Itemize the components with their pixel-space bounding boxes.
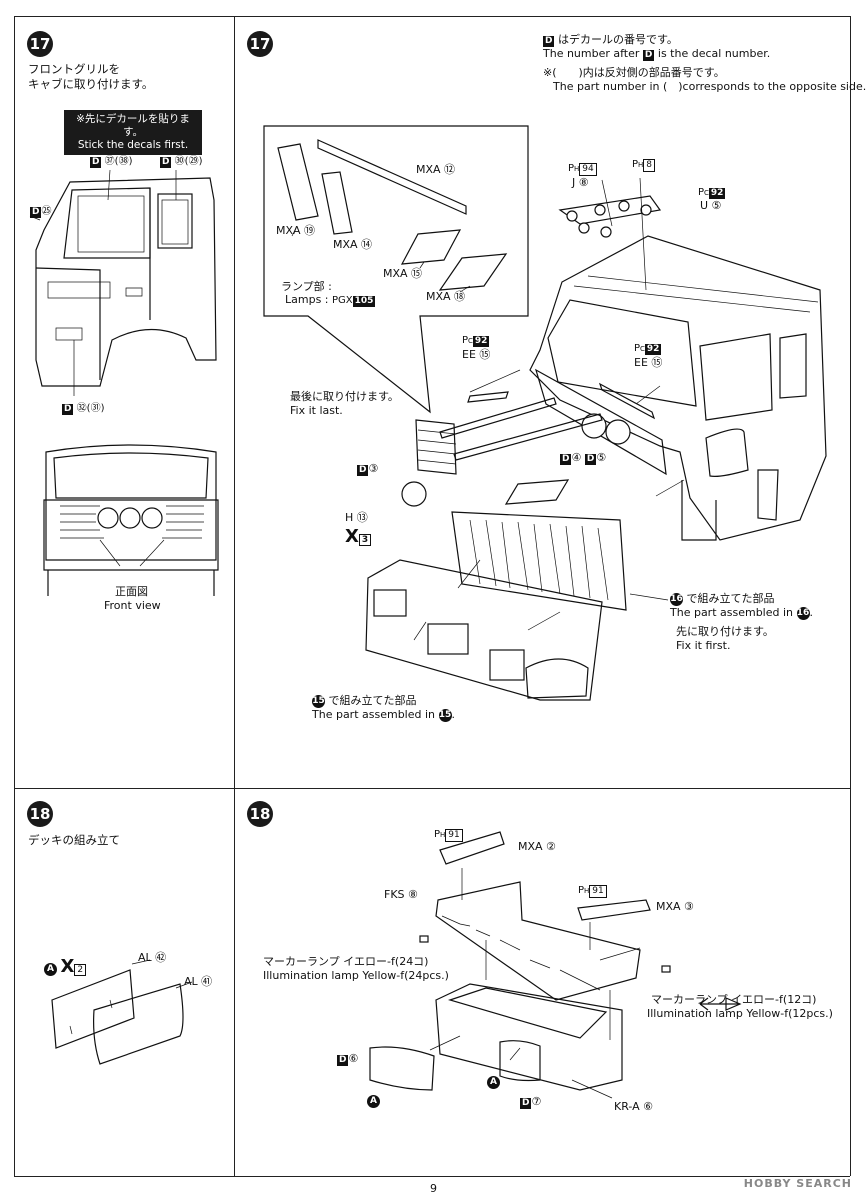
label-fks8: FKS ⑧ [384, 888, 418, 901]
label-ee15-left: EE ⑮ [462, 348, 491, 361]
label-lamp24-en: Illumination lamp Yellow-f(24pcs.) [263, 969, 449, 982]
grille-inset-box [263, 125, 529, 414]
frame-bottom-rule [14, 1176, 850, 1177]
bumper [365, 559, 603, 701]
deck-stickers [51, 959, 193, 1065]
cab-body [529, 235, 827, 541]
label-mxa2: MXA ② [518, 840, 556, 853]
label-mxa14: MXA ⑭ [333, 238, 373, 251]
frame-left-edge [14, 16, 15, 1176]
assembly-arrows-17 [413, 369, 685, 641]
label-mxa18: MXA ⑱ [426, 290, 466, 303]
front-view-label-jp: 正面図 [115, 585, 148, 598]
label-kra6: KR-A ⑥ [614, 1100, 654, 1113]
frame-divider [234, 16, 235, 1176]
page-number: 9 [430, 1182, 437, 1195]
step-17-badge-left: 17 [27, 31, 53, 57]
step-17-title-line1: フロントグリルを [28, 62, 120, 76]
step-18-badge-left: 18 [27, 801, 53, 827]
label-fix-last-en: Fix it last. [290, 404, 343, 417]
label-lamps-jp: ランプ部 : [281, 280, 332, 293]
label-d37: D ㊲(㊳) [90, 156, 133, 168]
label-u5: U ⑤ [700, 199, 722, 212]
legend-paren-jp: ※( )内は反対側の部品番号です。 [543, 66, 725, 79]
decal-notice-jp: ※先にデカールを貼ります。 [76, 113, 190, 138]
label-mxa3: MXA ③ [656, 900, 694, 913]
label-lamp12-en: Illumination lamp Yellow-f(12pcs.) [647, 1007, 833, 1020]
frame-top-rule [14, 16, 850, 17]
label-asm15-en: The part assembled in 15. [312, 708, 456, 722]
label-d32: D ㉜(㉛) [62, 403, 105, 415]
label-al51: AL ㊶ [184, 975, 213, 988]
marker-a-left: A [367, 1094, 380, 1108]
watermark-logo: HOBBY SEARCH [743, 1177, 852, 1190]
label-j8: J ⑧ [572, 176, 589, 189]
marker-a-right: A [487, 1075, 500, 1089]
label-mxa12: MXA ⑫ [416, 163, 456, 176]
label-asm16-en: The part assembled in 16. [670, 606, 814, 620]
label-asm15-jp: 15 で組み立てた部品 [312, 694, 417, 708]
front-grille [401, 481, 627, 611]
frame-middle-rule [14, 788, 850, 789]
label-fix-last-jp: 最後に取り付けます。 [290, 390, 399, 403]
label-h13: H ⑬ [345, 511, 368, 524]
label-lamp12-jp: マーカーランプ イエロー-f(12コ) [651, 993, 817, 1006]
label-lamp24-jp: マーカーランプ イエロー-f(24コ) [263, 955, 429, 968]
label-fix-first-en: Fix it first. [676, 639, 731, 652]
label-asm16-jp: 16 で組み立てた部品 [670, 592, 775, 606]
label-mxa15: MXA ⑮ [383, 267, 423, 280]
step-17-badge-right: 17 [247, 31, 273, 57]
deck-assembly [369, 831, 742, 1099]
decal-notice-en: Stick the decals first. [77, 139, 189, 151]
label-ee15-right: EE ⑮ [634, 356, 663, 369]
step-18-title: デッキの組み立て [28, 833, 120, 847]
grille-mesh [415, 382, 656, 505]
cab-front-view [43, 444, 219, 596]
legend-decal-en: The number after D is the decal number. [543, 47, 771, 61]
legend-paren-en: The part number in ( )corresponds to the… [553, 80, 866, 93]
label-fix-first-jp: 先に取り付けます。 [676, 625, 774, 638]
step-18-badge-right: 18 [247, 801, 273, 827]
label-mxa19: MXA ⑲ [276, 224, 316, 237]
label-d30: D ㉚(㉙) [160, 156, 203, 168]
step-17-title-line2: キャブに取り付けます。 [28, 77, 154, 91]
cab-side-view [29, 169, 217, 396]
roof-lamps [558, 177, 662, 291]
front-view-label-en: Front view [104, 599, 161, 612]
decal-notice: ※先にデカールを貼ります。 Stick the decals first. [64, 110, 202, 155]
legend-decal-jp: D はデカールの番号です。 [543, 33, 678, 47]
frame-right-edge [850, 16, 851, 1176]
